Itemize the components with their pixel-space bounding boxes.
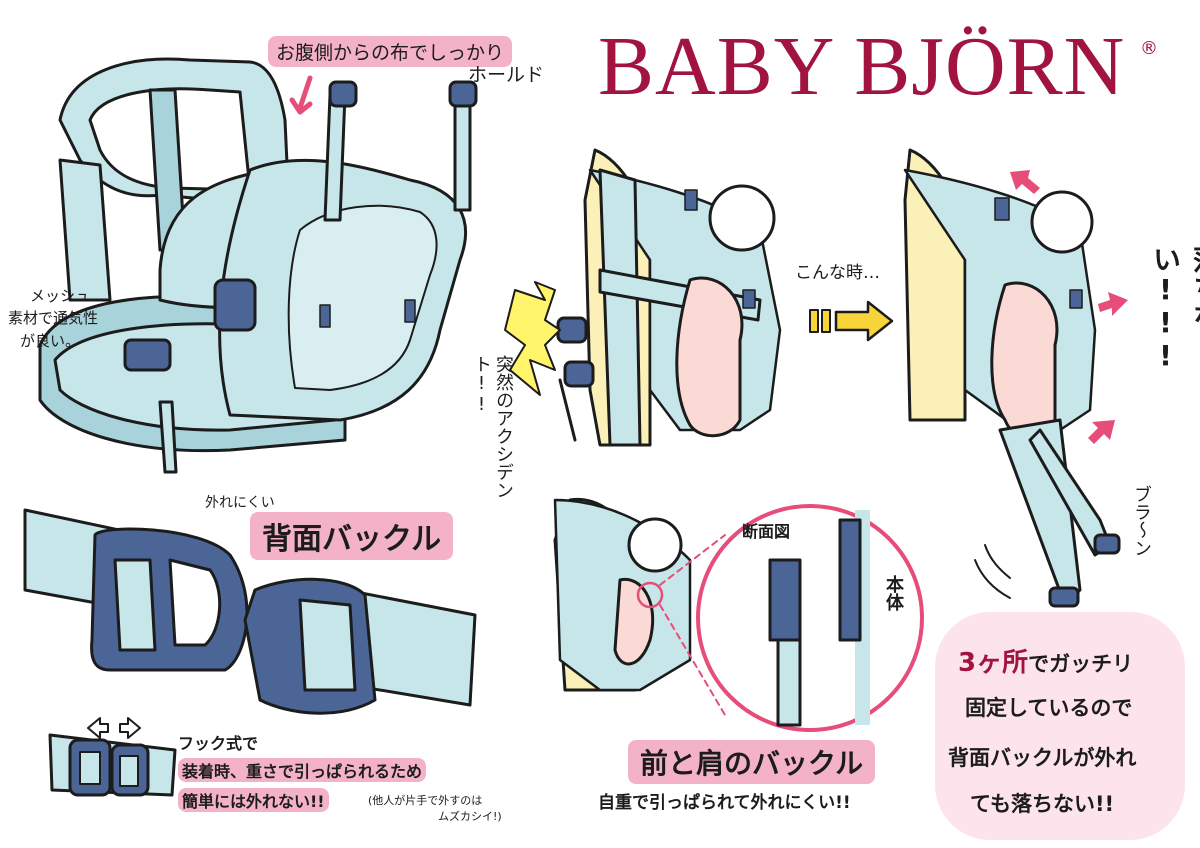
mesh-note-line1: メッシュ [30, 287, 91, 305]
accident-scene-illustration [556, 148, 782, 447]
bura-label: ブラ〜ン [1131, 485, 1152, 557]
flash-burst-icon [504, 281, 561, 396]
summary-accent: 3ヶ所 [958, 648, 1029, 678]
front-shoulder-buckle-desc: 自重で引っぱられて外れにくい!! [598, 793, 851, 813]
waist-fabric-callout-2: ホールド [468, 64, 545, 86]
mesh-note-line3: が良い。 [20, 332, 81, 350]
summary-bubble [935, 612, 1185, 840]
yellow-right-arrow-icon [809, 300, 894, 342]
summary-line1-rest: でガッチリ [1028, 652, 1134, 676]
back-buckle-desc-1: フック式で [178, 734, 259, 753]
main-body-label: 本体 [883, 575, 904, 611]
double-arrow-icon [87, 717, 141, 739]
summary-line3: 背面バックルが外れ [948, 746, 1137, 770]
front-buckle-scene-illustration [553, 497, 726, 716]
summary-line2: 固定しているので [965, 696, 1133, 720]
carrier-overview-illustration [38, 57, 478, 474]
baby-bjorn-logo: BABY BJÖRN [598, 20, 1126, 113]
summary-line4: ても落ちない!! [970, 792, 1115, 816]
waist-fabric-callout: お腹側からの布でしっかり [268, 36, 513, 67]
no-fall-scene-illustration [903, 148, 1121, 608]
back-buckle-desc-3: 簡単には外れない!! [178, 788, 329, 812]
registered-mark: ® [1140, 38, 1158, 59]
back-buckle-note-2: ムズカシイ!) [438, 810, 502, 823]
summary-line1: 3ヶ所でガッチリ [958, 642, 1133, 679]
back-buckle-desc-2: 装着時、重さで引っぱられるため [178, 758, 427, 782]
cross-section-label: 断面図 [742, 522, 791, 541]
mesh-note-line2: 素材で通気性 [8, 309, 99, 327]
front-shoulder-buckle-title: 前と肩のバックル [628, 740, 876, 784]
ochinai-label: 落ちない!!! [1149, 245, 1200, 372]
back-buckle-illustration [23, 508, 477, 797]
pink-arrow-icon [1010, 170, 1128, 444]
konna-toki-label: こんな時… [795, 263, 880, 283]
cross-section-illustration [696, 504, 924, 732]
back-buckle-title: 背面バックル [250, 512, 454, 560]
back-buckle-subtitle: 外れにくい [205, 495, 275, 511]
sudden-accident-label: 突然のアクシデント!! [471, 355, 514, 499]
back-buckle-note-1: (他人が片手で外すのは [368, 794, 483, 807]
